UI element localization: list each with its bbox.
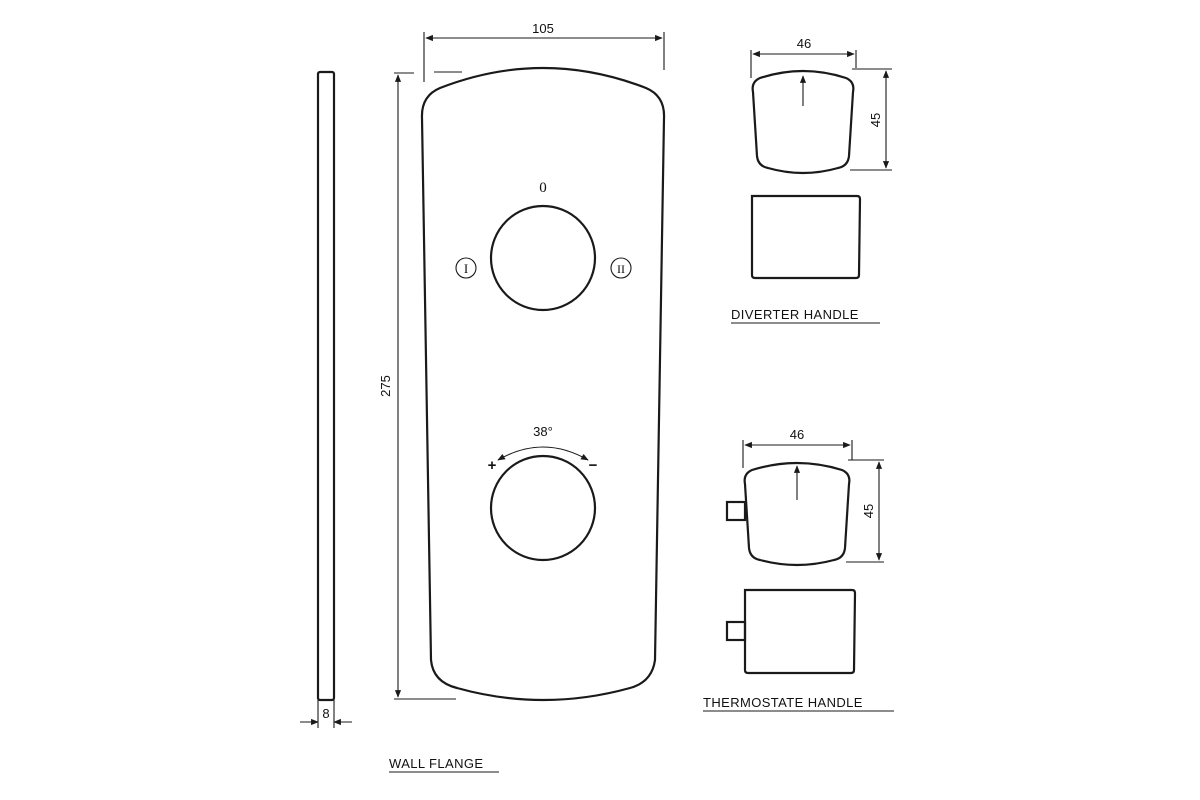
wall-flange-caption: WALL FLANGE: [389, 756, 483, 771]
rotation-arc: [497, 446, 589, 461]
wall-flange-profile: [316, 70, 336, 702]
cover-plate-group: 105 275 0 I II 38° + −: [378, 21, 666, 702]
diverter-height-label: 45: [868, 113, 883, 127]
thermostate-handle-caption: THERMOSTATE HANDLE: [703, 695, 863, 710]
diverter-handle-side-view: [750, 194, 862, 280]
diverter-width-label: 46: [797, 36, 811, 51]
diverter-position-ii-marker: [610, 257, 632, 279]
diverter-knob: [489, 204, 597, 312]
diverter-handle-group: 46 45 DIVERTER HANDLE: [731, 36, 892, 324]
thermostate-handle-front-view: [743, 461, 851, 567]
diverter-position-ii: II: [617, 262, 625, 276]
thermostate-handle-group: 46 45 THERMOSTATE HANDLE: [703, 427, 894, 712]
diverter-position-0: 0: [539, 180, 547, 196]
cover-plate-outline: [420, 66, 666, 702]
panel-height-label: 275: [378, 375, 393, 397]
thermostate-stem-front: [725, 500, 747, 522]
wall-flange-group: 8 WALL FLANGE: [300, 70, 499, 773]
thermostate-height-label: 45: [861, 504, 876, 518]
diverter-position-i: I: [464, 261, 468, 276]
rotation-plus-label: +: [488, 457, 497, 474]
flange-thickness-label: 8: [322, 706, 329, 721]
rotation-minus-label: −: [589, 457, 598, 474]
thermostate-stem-side: [725, 620, 747, 642]
rotation-angle-label: 38°: [533, 424, 553, 439]
diverter-handle-front-view: [751, 69, 855, 175]
thermostate-width-label: 46: [790, 427, 804, 442]
diverter-handle-caption: DIVERTER HANDLE: [731, 307, 859, 322]
panel-width-label: 105: [532, 21, 554, 36]
thermostate-handle-side-view: [743, 588, 857, 675]
thermostat-knob: [489, 454, 597, 562]
diverter-position-i-marker: [455, 257, 477, 279]
